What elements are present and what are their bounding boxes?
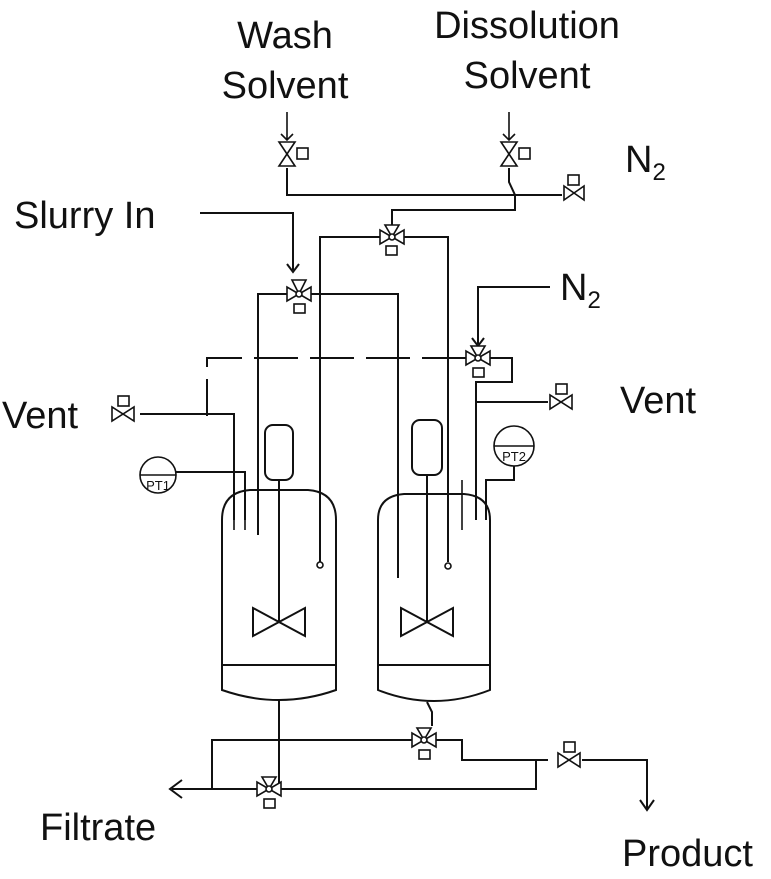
vent-left-valve[interactable] bbox=[111, 395, 135, 423]
n2-mid-main: N bbox=[560, 267, 587, 309]
n2-top-label: N2 bbox=[625, 139, 666, 186]
n2-top-valve[interactable] bbox=[563, 174, 585, 202]
n2-mid-label: N2 bbox=[560, 267, 601, 314]
filtrate-link-left bbox=[281, 760, 537, 790]
bottom-three-way-valve-right[interactable] bbox=[411, 727, 437, 760]
n2-line-vessel2 bbox=[475, 357, 513, 520]
vessel-2 bbox=[377, 419, 491, 702]
bottom-three-way-valve-left[interactable] bbox=[256, 776, 282, 809]
dissolution-solvent-valve[interactable] bbox=[499, 141, 531, 167]
n2-mid-three-way-valve[interactable] bbox=[465, 345, 491, 378]
equalizer-dashed-line bbox=[206, 357, 466, 416]
product-link bbox=[436, 739, 548, 761]
product-label: Product bbox=[622, 833, 753, 875]
filtrate-link-right bbox=[211, 739, 412, 790]
wash-solvent-line bbox=[280, 112, 515, 196]
wash-solvent-label-line1: Wash bbox=[237, 15, 333, 57]
slurry-line-vessel1 bbox=[257, 293, 287, 535]
filtrate-outlet-arrow bbox=[168, 779, 257, 799]
n2-top-main: N bbox=[625, 139, 652, 181]
wash-solvent-valve[interactable] bbox=[277, 141, 309, 167]
impeller-1 bbox=[252, 606, 306, 638]
slurry-in-label: Slurry In bbox=[14, 195, 155, 237]
product-outlet-arrow bbox=[582, 759, 655, 812]
vessel-1 bbox=[221, 424, 337, 701]
vent-right-valve[interactable] bbox=[549, 383, 573, 411]
pt1-label: PT1 bbox=[146, 478, 170, 493]
feed-line-to-vessel2 bbox=[319, 236, 380, 510]
vessel2-outlet-line bbox=[426, 701, 433, 726]
pt2-label: PT2 bbox=[502, 449, 526, 464]
vent-right-label: Vent bbox=[620, 380, 697, 422]
product-valve[interactable] bbox=[557, 741, 581, 769]
wash-solvent-label-line2: Solvent bbox=[222, 65, 349, 107]
agitator-motor-1 bbox=[264, 424, 294, 481]
pressure-transmitter-pt2: PT2 bbox=[485, 425, 535, 520]
vent-left-label: Vent bbox=[2, 395, 79, 437]
dissolution-solvent-line bbox=[391, 112, 562, 228]
vent-left-line bbox=[140, 413, 235, 520]
dissolution-solvent-label-line2: Solvent bbox=[464, 55, 591, 97]
slurry-line-vessel2 bbox=[311, 293, 399, 578]
filtrate-label: Filtrate bbox=[40, 807, 156, 849]
dip-tube-end-vessel2 bbox=[444, 562, 452, 570]
n2-mid-subscript: 2 bbox=[587, 287, 600, 314]
top-three-way-valve[interactable] bbox=[379, 224, 405, 256]
n2-mid-line bbox=[471, 286, 550, 348]
feed-line-to-vessel1-dip bbox=[404, 236, 449, 562]
n2-top-subscript: 2 bbox=[652, 159, 665, 186]
slurry-three-way-valve[interactable] bbox=[286, 279, 312, 314]
pressure-transmitter-pt1: PT1 bbox=[139, 456, 246, 520]
dip-tube-end-vessel1 bbox=[316, 561, 324, 569]
slurry-in-line bbox=[200, 212, 300, 274]
dissolution-solvent-label-line1: Dissolution bbox=[434, 5, 620, 47]
agitator-motor-2 bbox=[411, 419, 443, 476]
impeller-2 bbox=[400, 606, 454, 638]
